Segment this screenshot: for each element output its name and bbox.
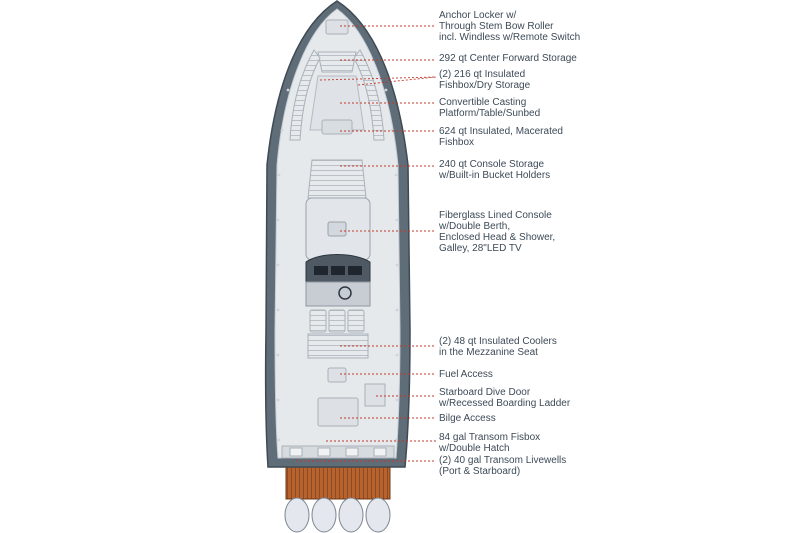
callout-line: w/Recessed Boarding Ladder <box>439 398 571 409</box>
callout-line: Fiberglass Lined Console <box>439 210 552 221</box>
callout-line: w/Built-in Bucket Holders <box>439 170 551 181</box>
callout-line: w/Double Hatch <box>439 443 510 454</box>
dive-door <box>364 383 386 407</box>
leader-fishbox-dry-1 <box>319 76 437 81</box>
bow-seating-port <box>289 49 321 141</box>
callout-line: Galley, 28"LED TV <box>439 243 522 254</box>
callout-line: Anchor Locker w/ <box>439 10 517 21</box>
callout-line: 240 qt Console Storage <box>439 159 545 170</box>
helm-display-1 <box>314 266 328 275</box>
helm-display-2 <box>331 266 345 275</box>
callout-macerated-fishbox: 624 qt Insulated, Macerated Fishbox <box>439 126 563 148</box>
engine-2 <box>311 497 337 533</box>
anchor-locker-hatch <box>325 19 349 35</box>
console-hatch <box>327 221 347 237</box>
callout-livewells: (2) 40 gal Transom Livewells (Port & Sta… <box>439 455 566 477</box>
callout-line: w/Double Berth, <box>439 221 511 232</box>
callout-line: Enclosed Head & Shower, <box>439 232 556 243</box>
engine-1 <box>284 497 310 533</box>
callout-line: incl. Windless w/Remote Switch <box>439 32 581 43</box>
callout-line: in the Mezzanine Seat <box>439 347 538 358</box>
forward-storage <box>317 51 357 73</box>
callout-leader-lines <box>296 25 437 462</box>
callout-line: Platform/Table/Sunbed <box>439 108 541 119</box>
callout-dive-door: Starboard Dive Door w/Recessed Boarding … <box>439 387 570 409</box>
callout-line: Fishbox/Dry Storage <box>439 80 531 91</box>
callout-line: 84 gal Transom Fisbox <box>439 432 541 443</box>
callout-transom-fishbox: 84 gal Transom Fisbox w/Double Hatch <box>439 432 540 454</box>
callout-fishbox-dry-storage: (2) 216 qt Insulated Fishbox/Dry Storage <box>439 69 530 91</box>
callout-fiberglass-console: Fiberglass Lined Console w/Double Berth,… <box>439 210 555 254</box>
callout-line: 624 qt Insulated, Macerated <box>439 126 563 137</box>
gunwale-rail-dots <box>276 88 399 442</box>
callout-anchor-locker: Anchor Locker w/ Through Stem Bow Roller… <box>439 10 580 43</box>
steering-wheel-icon <box>338 286 352 300</box>
leader-fishbox-dry-2 <box>357 76 437 86</box>
transom-hatches <box>289 447 387 457</box>
engine-3 <box>338 497 364 533</box>
callout-line: (2) 48 qt Insulated Coolers <box>439 336 557 347</box>
helm-seats <box>309 309 365 333</box>
callout-line: Fishbox <box>439 137 475 148</box>
helm-display-3 <box>348 266 362 275</box>
callout-line: Fuel Access <box>439 369 493 380</box>
callout-line: Convertible Casting <box>439 97 527 108</box>
callout-line: (2) 40 gal Transom Livewells <box>439 455 567 466</box>
mezzanine-seat <box>307 333 369 359</box>
callout-bilge-access: Bilge Access <box>439 413 496 424</box>
callout-mezzanine-coolers: (2) 48 qt Insulated Coolers in the Mezza… <box>439 336 557 358</box>
callout-line: Through Stem Bow Roller <box>439 21 554 32</box>
fuel-access-hatch <box>327 367 347 383</box>
helm-station <box>305 281 371 307</box>
callout-casting-platform: Convertible Casting Platform/Table/Sunbe… <box>439 97 540 119</box>
bilge-access-hatch <box>317 397 359 427</box>
callout-line: 292 qt Center Forward Storage <box>439 53 577 64</box>
outboard-engines <box>284 497 391 533</box>
callout-line: Starboard Dive Door <box>439 387 531 398</box>
callout-console-storage: 240 qt Console Storage w/Built-in Bucket… <box>439 159 550 181</box>
callout-line: (Port & Starboard) <box>439 466 521 477</box>
swim-platform <box>285 466 391 500</box>
engine-4 <box>365 497 391 533</box>
callout-forward-storage: 292 qt Center Forward Storage <box>439 53 577 64</box>
bow-seating-starboard <box>353 49 385 141</box>
transom <box>281 445 395 459</box>
casting-platform <box>309 75 365 131</box>
fishbox-hatch <box>321 119 353 135</box>
callout-line: (2) 216 qt Insulated <box>439 69 526 80</box>
callout-fuel-access: Fuel Access <box>439 369 493 380</box>
callout-line: Bilge Access <box>439 413 496 424</box>
